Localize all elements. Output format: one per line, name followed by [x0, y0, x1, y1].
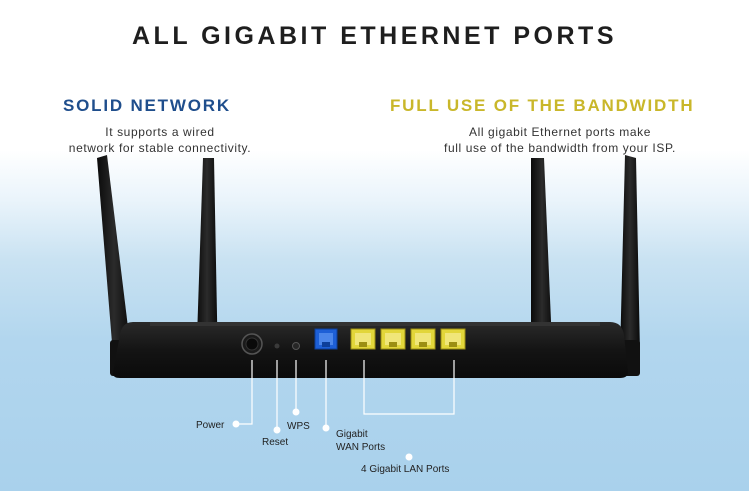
lan-port-4 [440, 328, 466, 350]
lan-callout-dot [405, 453, 413, 461]
bandwidth-text: All gigabit Ethernet ports make full use… [395, 124, 725, 156]
lan-port-1 [350, 328, 376, 350]
wan-port [314, 328, 338, 350]
wan-label-line-2: WAN Ports [336, 442, 386, 453]
solid-network-line-1: It supports a wired [105, 125, 215, 139]
wan-label: Gigabit WAN Ports [336, 428, 385, 454]
power-button [241, 333, 263, 355]
solid-network-text: It supports a wired network for stable c… [40, 124, 280, 156]
router-body [112, 322, 628, 378]
reset-button [274, 343, 280, 349]
lan-port-2 [380, 328, 406, 350]
bandwidth-line-2: full use of the bandwidth from your ISP. [444, 141, 676, 155]
lan-port-3 [410, 328, 436, 350]
solid-network-heading: SOLID NETWORK [63, 96, 231, 115]
lan-callout-line [363, 360, 455, 415]
bandwidth-line-1: All gigabit Ethernet ports make [468, 125, 652, 139]
power-callout-dot [232, 420, 240, 428]
page-title: ALL GIGABIT ETHERNET PORTS [132, 22, 617, 50]
reset-label: Reset [262, 437, 289, 448]
solid-network-line-2: network for stable connectivity. [68, 141, 252, 155]
wps-label: WPS [287, 421, 310, 432]
bandwidth-heading: FULL USE OF THE BANDWIDTH [390, 96, 695, 115]
reset-callout-dot [273, 426, 281, 434]
callout-lines [236, 360, 455, 430]
wps-button [292, 342, 300, 350]
power-callout-line [236, 360, 253, 425]
lan-label: 4 Gigabit LAN Ports [361, 464, 450, 475]
callout-dots [232, 408, 413, 461]
wan-callout-dot [322, 424, 330, 432]
wan-label-line-1: Gigabit [336, 429, 368, 440]
wps-callout-dot [292, 408, 300, 416]
power-label: Power [196, 420, 225, 431]
antenna-right [531, 158, 553, 368]
antenna-left [196, 158, 218, 368]
